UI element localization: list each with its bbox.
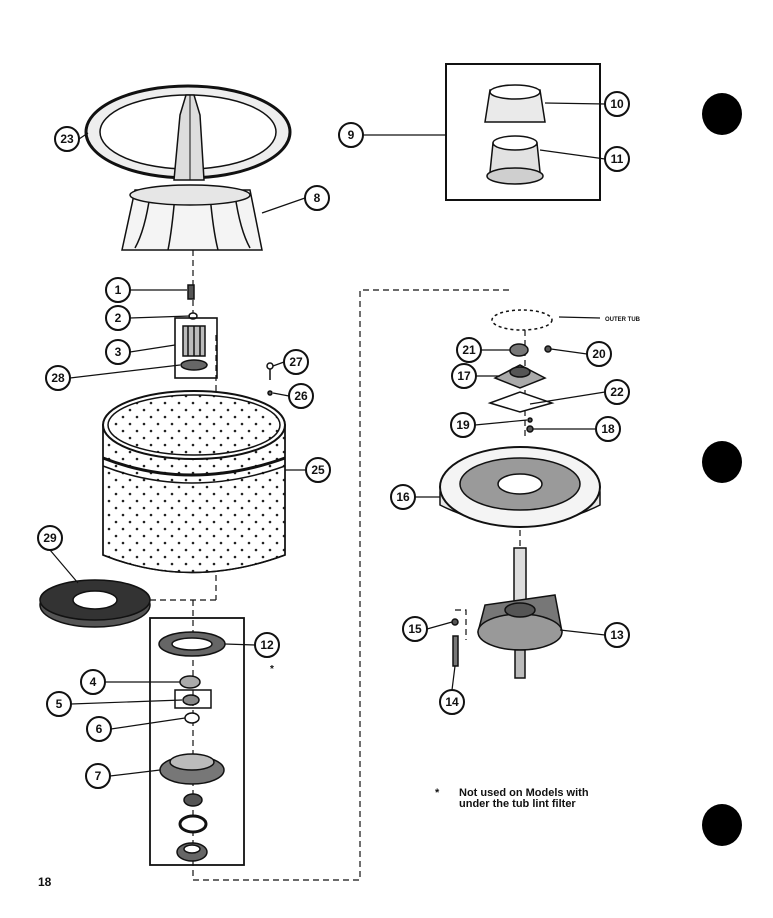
footnote-line-1: Not used on Models with	[459, 787, 589, 799]
inset-box-9	[445, 63, 601, 201]
callout-label-6: 6	[96, 722, 103, 736]
outer-tub-label: OUTER TUB	[605, 317, 641, 323]
agitator-assembly	[84, 84, 292, 251]
callout-label-19: 19	[456, 418, 470, 432]
callout-label-23: 23	[60, 132, 74, 146]
callout-circle-18	[595, 416, 621, 442]
callout-label-21: 21	[462, 343, 476, 357]
callout-label-2: 2	[115, 311, 122, 325]
callout-circle-28	[45, 365, 71, 391]
callout-circle-8	[304, 185, 330, 211]
callout-circle-29	[37, 525, 63, 551]
lower-parts-box	[149, 617, 245, 866]
callout-circle-16	[390, 484, 416, 510]
callout-numbers: 23 8 9 10 11 1 2 3 28 27 26 25 29 12 4 5…	[43, 97, 624, 783]
callout-label-25: 25	[311, 463, 325, 477]
callout-circle-4	[80, 669, 106, 695]
callout-label-29: 29	[43, 531, 57, 545]
callout-circle-20	[586, 341, 612, 367]
callout-label-15: 15	[408, 622, 422, 636]
spin-basket	[102, 390, 286, 574]
small-parts-top	[174, 284, 274, 396]
lint-filter	[39, 579, 151, 628]
callout-circle-14	[439, 689, 465, 715]
callout-label-16: 16	[396, 490, 410, 504]
callout-label-9: 9	[348, 128, 355, 142]
drive-assembly	[439, 309, 601, 679]
callout-circle-6	[86, 716, 112, 742]
callout-label-4: 4	[90, 675, 97, 689]
callout-label-26: 26	[294, 389, 308, 403]
callout-label-3: 3	[115, 345, 122, 359]
callout-label-13: 13	[610, 628, 624, 642]
callout-label-14: 14	[445, 695, 459, 709]
footnote-marker: *	[435, 787, 440, 799]
callout-circle-25	[305, 457, 331, 483]
callout-circle-22	[604, 379, 630, 405]
callout-label-28: 28	[51, 371, 65, 385]
callout-label-7: 7	[95, 769, 102, 783]
binder-hole-bottom	[702, 804, 742, 846]
callout-circle-12	[254, 632, 280, 658]
asterisk-marker-12: *	[270, 664, 274, 675]
callout-circle-5	[46, 691, 72, 717]
callout-circle-11	[604, 146, 630, 172]
callout-label-1: 1	[115, 283, 122, 297]
callout-label-12: 12	[260, 638, 274, 652]
callout-circle-9	[338, 122, 364, 148]
callout-label-5: 5	[56, 697, 63, 711]
leader-lines	[49, 102, 606, 777]
callout-circle-7	[85, 763, 111, 789]
callout-circle-10	[604, 91, 630, 117]
page-number: 18	[38, 875, 52, 889]
binder-hole-top	[702, 93, 742, 135]
callout-circle-2	[105, 305, 131, 331]
callout-label-8: 8	[314, 191, 321, 205]
callout-circle-15	[402, 616, 428, 642]
callout-label-17: 17	[457, 369, 471, 383]
binder-hole-middle	[702, 441, 742, 483]
callout-circle-19	[450, 412, 476, 438]
callout-label-22: 22	[610, 385, 624, 399]
callout-circle-27	[283, 349, 309, 375]
callout-circle-21	[456, 337, 482, 363]
callout-label-18: 18	[601, 422, 615, 436]
callout-label-20: 20	[592, 347, 606, 361]
callout-circle-26	[288, 383, 314, 409]
callout-circle-17	[451, 363, 477, 389]
callout-circles	[37, 91, 630, 789]
footnote-line-2: under the tub lint filter	[459, 798, 576, 810]
callout-circle-3	[105, 339, 131, 365]
callout-label-11: 11	[611, 152, 624, 166]
callout-circle-13	[604, 622, 630, 648]
callout-circle-23	[54, 126, 80, 152]
callout-label-27: 27	[289, 355, 303, 369]
callout-circle-1	[105, 277, 131, 303]
callout-label-10: 10	[610, 97, 624, 111]
